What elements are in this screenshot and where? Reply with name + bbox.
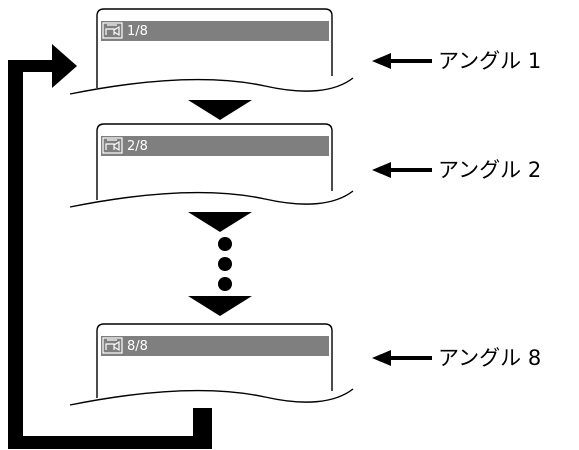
angle-label-8: アングル 8 bbox=[438, 346, 541, 370]
camera-angle-icon bbox=[102, 137, 123, 154]
left-arrow-icon bbox=[372, 53, 432, 69]
down-arrow-icon bbox=[188, 100, 252, 120]
screen-frame bbox=[96, 8, 333, 88]
angle-pointer-2: アングル 2 bbox=[372, 158, 541, 182]
screen-2: 2/8 bbox=[69, 123, 354, 208]
angle-label-2: アングル 2 bbox=[438, 158, 541, 182]
screen-wave-edge bbox=[69, 77, 354, 95]
osd-bar bbox=[101, 336, 329, 356]
angle-label-1: アングル 1 bbox=[438, 49, 541, 73]
angle-pointer-1: アングル 1 bbox=[372, 49, 541, 73]
screen-8: 8/8 bbox=[69, 323, 354, 406]
screen-wave-edge bbox=[69, 388, 354, 406]
ellipsis-dots bbox=[218, 237, 232, 291]
camera-angle-icon bbox=[102, 337, 123, 354]
angle-pointer-8: アングル 8 bbox=[372, 346, 541, 370]
osd-bar bbox=[101, 21, 329, 41]
loop-arrow-head bbox=[52, 44, 77, 88]
screen-frame bbox=[96, 323, 333, 398]
left-arrow-icon bbox=[372, 162, 432, 178]
screen-wave-edge bbox=[69, 190, 354, 208]
osd-angle-text: 8/8 bbox=[127, 339, 148, 354]
osd-bar bbox=[101, 136, 329, 156]
screen-1: 1/8 bbox=[69, 8, 354, 95]
osd-angle-text: 1/8 bbox=[127, 24, 148, 39]
left-arrow-icon bbox=[372, 350, 432, 366]
down-arrow-icon bbox=[188, 212, 252, 232]
screen-frame bbox=[96, 123, 333, 200]
loop-arrow bbox=[8, 44, 212, 449]
down-arrow-icon bbox=[188, 296, 252, 316]
camera-angle-icon bbox=[102, 22, 123, 39]
osd-angle-text: 2/8 bbox=[127, 139, 148, 154]
